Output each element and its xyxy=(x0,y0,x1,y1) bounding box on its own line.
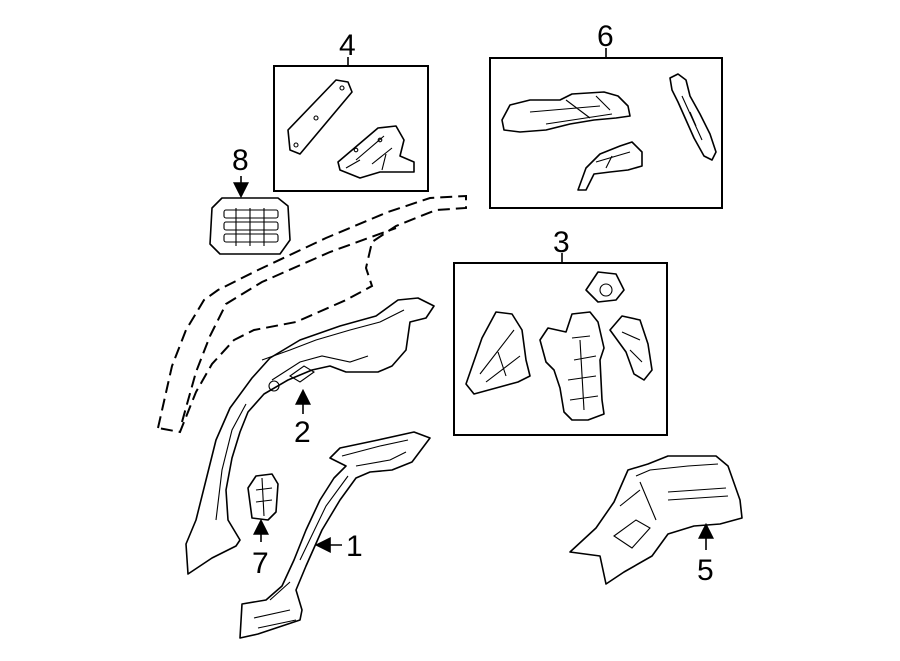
group-box-6: 6 xyxy=(489,20,723,209)
part-5-extension: 5 xyxy=(569,455,743,587)
part-8-vent: 8 xyxy=(209,144,291,255)
part-7-bracket: 7 xyxy=(247,473,279,580)
callout-5: 5 xyxy=(697,554,714,587)
part-3-cap xyxy=(585,271,625,303)
callout-8: 8 xyxy=(232,144,249,177)
group-box-3: 3 xyxy=(453,226,668,436)
quarter-panel-outline-dashed xyxy=(156,194,467,434)
callout-2: 2 xyxy=(294,416,311,449)
part-2-inner-panel: 2 xyxy=(185,297,435,575)
callout-3: 3 xyxy=(553,226,570,259)
part-3-corner-bracket xyxy=(609,315,653,381)
part-3-corner-panel xyxy=(465,311,531,395)
part-6-long-rail xyxy=(501,91,631,133)
part-6-support xyxy=(577,141,643,191)
part-4-bracket xyxy=(337,125,415,179)
callout-7: 7 xyxy=(252,547,269,580)
callout-4: 4 xyxy=(339,29,356,62)
group-box-4: 4 xyxy=(273,29,429,192)
part-6-strut xyxy=(669,73,717,161)
part-3-pillar xyxy=(539,311,605,421)
callout-1: 1 xyxy=(346,530,363,563)
callout-6: 6 xyxy=(597,20,614,53)
part-4-plate xyxy=(287,79,353,155)
part-1-reinforcement: 1 xyxy=(239,431,431,639)
